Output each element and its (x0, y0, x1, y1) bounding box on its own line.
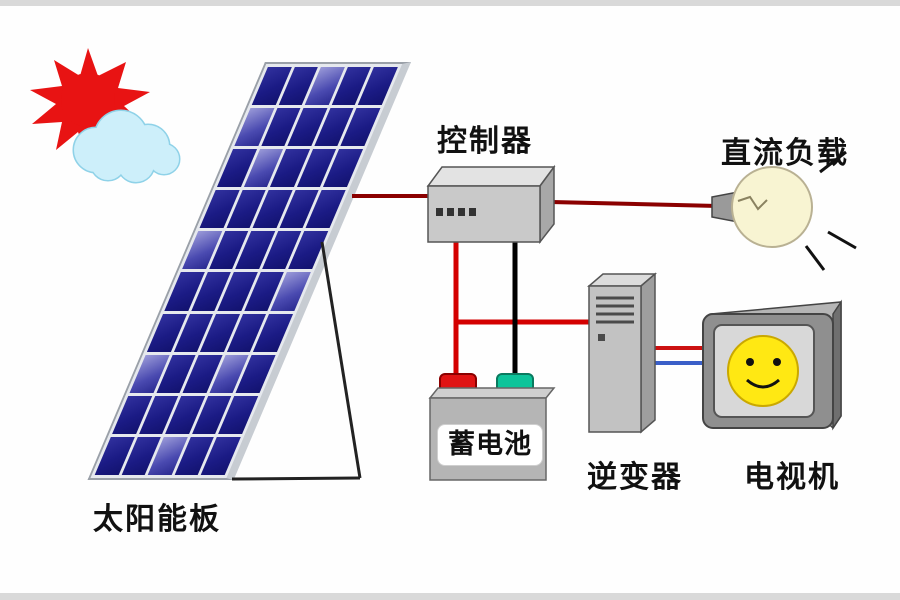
tv-icon (702, 299, 842, 431)
sun-icon (30, 48, 150, 158)
tv-label: 电视机 (744, 460, 840, 495)
battery-label: 蓄电池 (437, 424, 543, 466)
frame-border-top (0, 0, 900, 6)
wires (352, 194, 719, 381)
inverter-box (586, 272, 658, 434)
solar-panel-label: 太阳能板 (93, 502, 221, 537)
controller-box (426, 164, 556, 245)
cloud-icon (72, 109, 181, 184)
bulb-rays (804, 150, 857, 271)
controller-buttons (436, 208, 476, 216)
frame-border-bottom (0, 593, 900, 600)
bulb-icon (711, 150, 857, 271)
controller-label: 控制器 (437, 124, 533, 159)
inverter-label: 逆变器 (587, 460, 683, 495)
dc-load-label: 直流负载 (721, 136, 849, 171)
smiley-face (727, 335, 799, 407)
wire-controller-to-bulb (549, 199, 719, 209)
panel-support-leg (231, 241, 362, 481)
inverter-vents (596, 296, 634, 324)
